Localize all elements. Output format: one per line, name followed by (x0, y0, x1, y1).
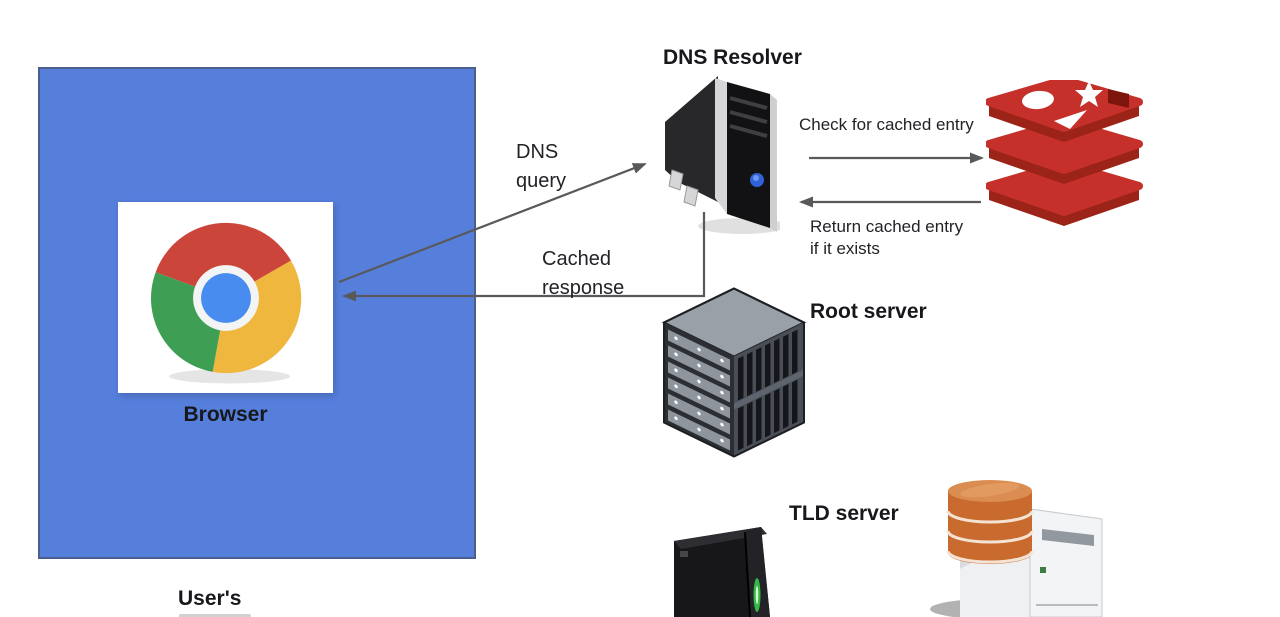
server-rack-icon (661, 287, 807, 458)
check-cache-label: Check for cached entry (799, 115, 974, 134)
clipped-text-fragment (179, 614, 251, 617)
dns-query-label-line2: query (516, 170, 567, 192)
users-computer-label: User's (178, 587, 242, 610)
return-cache-label: Return cached entry if it exists (810, 216, 963, 260)
server-tower-icon (665, 76, 780, 234)
tld-server-label: TLD server (789, 502, 899, 525)
browser-label: Browser (183, 403, 268, 426)
chrome-logo-icon (150, 222, 301, 383)
cached-response-label-line2: response (542, 277, 625, 299)
browser-card (118, 202, 333, 393)
cached-response-label: Cached response (542, 245, 624, 303)
redis-stack-icon (986, 80, 1143, 226)
dns-query-label: DNS query (516, 138, 566, 196)
return-cache-label-line1: Return cached entry (810, 217, 964, 236)
cached-response-label-line1: Cached (542, 248, 611, 270)
dns-query-label-line1: DNS (516, 141, 559, 163)
return-cache-label-line2: if it exists (810, 239, 880, 258)
database-server-icon (930, 480, 1103, 617)
dns-resolver-label: DNS Resolver (663, 46, 802, 69)
root-server-label: Root server (810, 300, 927, 323)
black-tower-server-icon (674, 527, 770, 617)
